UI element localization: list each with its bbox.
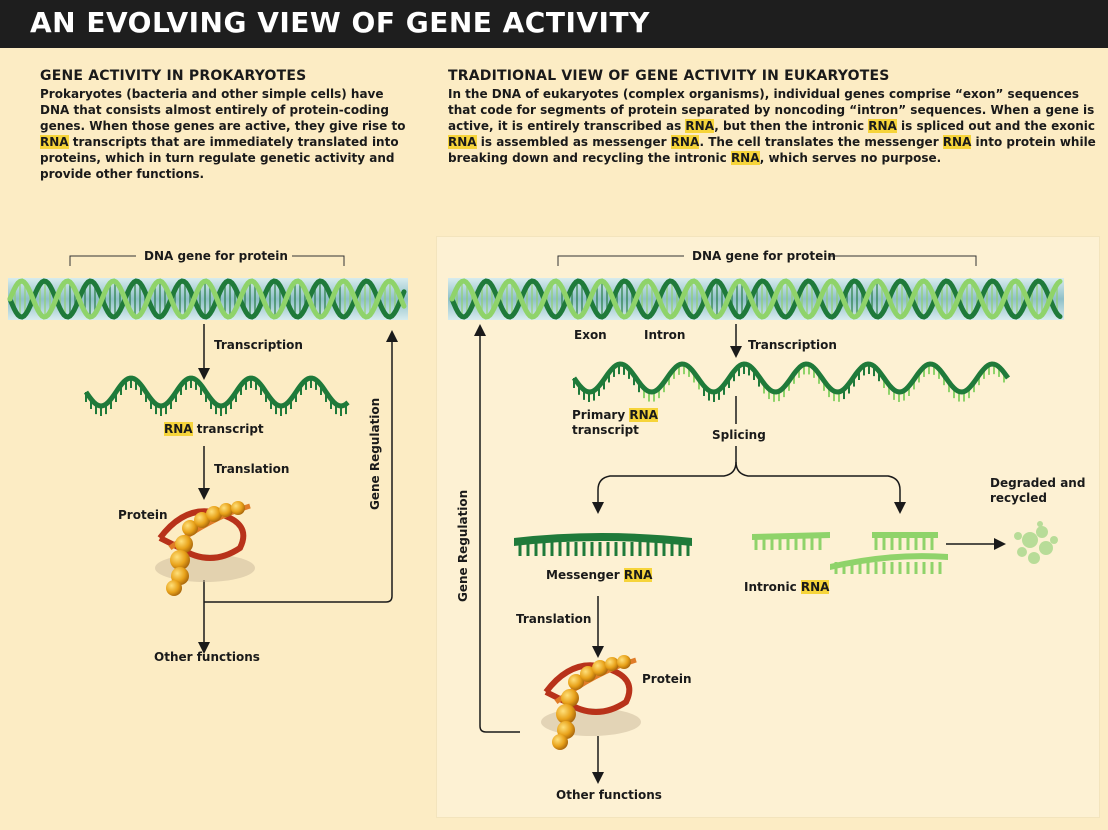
prokaryotes-title: GENE ACTIVITY IN PROKARYOTES bbox=[40, 68, 307, 84]
euk-bracket-gap bbox=[684, 248, 828, 264]
euk-dna-label: DNA gene for protein bbox=[692, 249, 836, 263]
rna-highlight: RNA bbox=[164, 422, 193, 436]
prokaryotes-body-line: RNA transcripts that are immediately tra… bbox=[40, 135, 399, 149]
euk-other-functions-label: Other functions bbox=[556, 788, 662, 802]
rna-highlight: RNA bbox=[730, 151, 760, 165]
prok-rna-strand bbox=[83, 375, 350, 416]
rna-highlight: RNA bbox=[623, 568, 653, 582]
prok-rna-transcript-label: RNA transcript bbox=[164, 422, 264, 436]
rna-transcript-rest: transcript bbox=[192, 422, 264, 436]
prok-regulation-arrow bbox=[204, 330, 398, 603]
intron-label: Intron bbox=[644, 328, 686, 342]
messenger-word: Messenger bbox=[546, 568, 624, 582]
prokaryotes-body: Prokaryotes (bacteria and other simple c… bbox=[40, 86, 420, 182]
primary-rna-label: Primary RNA bbox=[572, 408, 658, 422]
euk-transcription-label: Transcription bbox=[748, 338, 837, 352]
prok-protein-label: Protein bbox=[118, 508, 168, 522]
rna-highlight: RNA bbox=[448, 135, 477, 149]
eukaryotes-body-line: that code for segments of protein separa… bbox=[448, 103, 1095, 117]
prokaryotes-body-line: DNA that consists almost entirely of pro… bbox=[40, 103, 389, 117]
degraded-fragments-icon bbox=[1014, 521, 1058, 564]
banner-title: AN EVOLVING VIEW OF GENE ACTIVITY bbox=[30, 6, 650, 39]
eukaryotes-body-line: In the DNA of eukaryotes (complex organi… bbox=[448, 87, 1080, 101]
eukaryotes-body-line: RNA is assembled as messenger RNA. The c… bbox=[448, 135, 1096, 149]
euk-primary-rna-strand bbox=[571, 361, 1011, 402]
euk-splice-left-arrow bbox=[592, 446, 737, 514]
primary-transcript-label: transcript bbox=[572, 423, 639, 437]
euk-splice-right-arrow bbox=[735, 461, 906, 514]
prokaryotes-body-line: provide other functions. bbox=[40, 167, 205, 181]
exon-label: Exon bbox=[574, 328, 607, 342]
prok-translation-label: Translation bbox=[214, 462, 290, 476]
primary-word: Primary bbox=[572, 408, 630, 422]
rna-highlight: RNA bbox=[40, 135, 69, 149]
prok-dna-label: DNA gene for protein bbox=[144, 249, 288, 263]
euk-translation-label: Translation bbox=[516, 612, 592, 626]
rna-highlight: RNA bbox=[685, 119, 715, 133]
messenger-rna bbox=[514, 533, 692, 556]
euk-dna-helix bbox=[449, 278, 1063, 320]
rna-highlight: RNA bbox=[942, 135, 972, 149]
rna-highlight: RNA bbox=[629, 408, 658, 422]
eukaryotes-body: In the DNA of eukaryotes (complex organi… bbox=[448, 86, 1098, 166]
intronic-rna bbox=[752, 532, 948, 574]
euk-regulation-arrow bbox=[474, 324, 520, 733]
degraded-label-line1: Degraded and bbox=[990, 476, 1086, 490]
rna-highlight: RNA bbox=[670, 135, 700, 149]
prokaryotes-body-line: genes. When those genes are active, they… bbox=[40, 119, 406, 133]
intronic-word: Intronic bbox=[744, 580, 801, 594]
intronic-rna-label: Intronic RNA bbox=[744, 580, 830, 594]
prok-protein-icon bbox=[155, 501, 255, 596]
rna-highlight: RNA bbox=[800, 580, 830, 594]
prok-dna-helix bbox=[7, 278, 407, 320]
degraded-label-line2: recycled bbox=[990, 491, 1047, 505]
prokaryotes-body-line: Prokaryotes (bacteria and other simple c… bbox=[40, 87, 384, 101]
euk-gene-regulation-label: Gene Regulation bbox=[456, 489, 470, 602]
euk-protein-icon bbox=[541, 655, 641, 750]
prok-gene-regulation-label: Gene Regulation bbox=[368, 397, 382, 510]
euk-protein-label: Protein bbox=[642, 672, 692, 686]
prok-transcription-label: Transcription bbox=[214, 338, 303, 352]
prok-other-functions-label: Other functions bbox=[154, 650, 260, 664]
eukaryotes-body-line: breaking down and recycling the intronic… bbox=[448, 151, 942, 165]
prokaryotes-body-line: proteins, which in turn regulate genetic… bbox=[40, 151, 395, 165]
splicing-label: Splicing bbox=[712, 428, 766, 442]
prok-bracket-gap bbox=[136, 248, 292, 264]
eukaryotes-title: TRADITIONAL VIEW OF GENE ACTIVITY IN EUK… bbox=[448, 68, 890, 84]
banner: AN EVOLVING VIEW OF GENE ACTIVITY bbox=[0, 0, 1108, 48]
rna-highlight: RNA bbox=[868, 119, 897, 133]
eukaryotes-body-line: active, it is entirely transcribed as RN… bbox=[448, 119, 1096, 133]
messenger-rna-label: Messenger RNA bbox=[546, 568, 653, 582]
